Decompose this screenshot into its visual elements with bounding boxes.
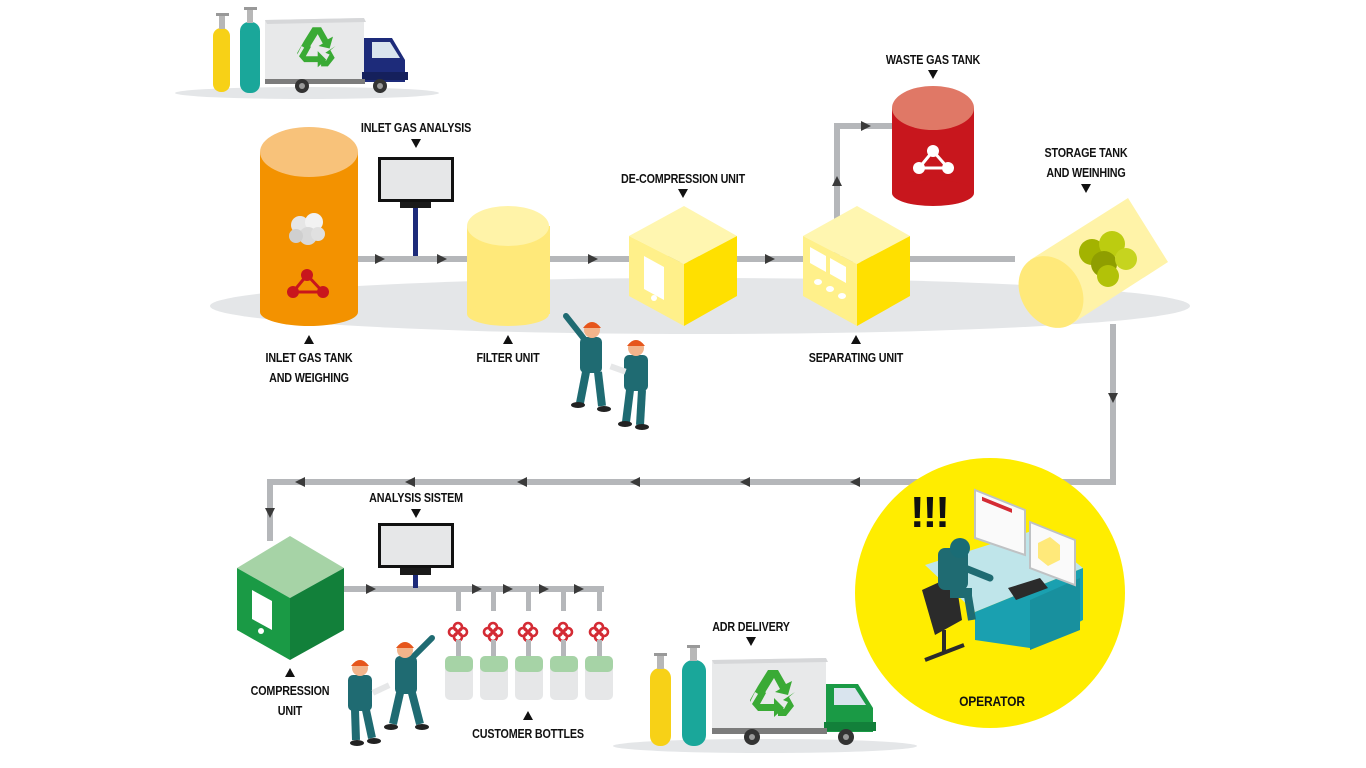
compression-unit-arrow: [285, 668, 295, 677]
waste-gas-tank-arrow: [928, 70, 938, 79]
gas-cloud-icon: [289, 213, 325, 245]
analysis-sistem-label: ANALYSIS SISTEM: [369, 491, 463, 505]
customer-bottles: [445, 589, 613, 700]
customer-bottles-arrow: [523, 711, 533, 720]
de-compression-unit-arrow: [678, 189, 688, 198]
de-compression-unit: [629, 206, 737, 326]
waste-gas-tank: [892, 86, 974, 206]
customer-bottles-label: CUSTOMER BOTTLES: [472, 727, 584, 741]
separating-unit: [803, 206, 910, 326]
bottle-1: [445, 589, 473, 700]
compression-unit-label-line2: UNIT: [277, 704, 303, 718]
molecule-cluster-icon: [1079, 231, 1137, 287]
inlet-gas-tank-arrow: [304, 335, 314, 344]
inlet-gas-tank: [260, 127, 358, 326]
valve-icon: [517, 621, 539, 643]
inlet-gas-analysis-arrow: [411, 139, 421, 148]
filter-unit-arrow: [503, 335, 513, 344]
worker-pointing-bottom: [384, 635, 435, 730]
inlet-gas-analysis-monitor: [378, 157, 454, 256]
valve-icon: [588, 621, 610, 643]
bottle-4: [550, 589, 578, 700]
inlet-gas-tank-label-line2: AND WEIGHING: [269, 371, 349, 385]
alert-marks: !!!: [910, 488, 950, 537]
cylinder-teal: [240, 22, 260, 93]
filter-unit-label: FILTER UNIT: [476, 351, 540, 365]
molecule-icon: [287, 269, 329, 298]
adr-delivery-truck: [650, 645, 876, 746]
operator-label: OPERATOR: [959, 693, 1025, 709]
cylinder-teal: [682, 660, 706, 746]
storage-tank-label-line1: STORAGE TANK: [1044, 146, 1128, 160]
inlet-gas-analysis-label: INLET GAS ANALYSIS: [360, 121, 472, 135]
valve-icon: [552, 621, 574, 643]
valve-icon: [482, 621, 504, 643]
worker-clipboard-bottom: [348, 660, 391, 746]
compression-unit: [237, 536, 344, 660]
adr-delivery-arrow: [746, 637, 756, 646]
operator-station: [855, 458, 1125, 728]
top-delivery-truck: [213, 7, 408, 93]
bottle-3: [515, 589, 543, 700]
filter-unit: [467, 206, 550, 326]
compression-unit-label-line1: COMPRESSION: [250, 684, 330, 698]
separating-unit-arrow: [851, 335, 861, 344]
storage-tank-arrow: [1081, 184, 1091, 193]
storage-tank: [1018, 198, 1168, 328]
monitor-icon: [974, 488, 1026, 557]
separating-unit-label: SEPARATING UNIT: [808, 351, 904, 365]
analysis-sistem-arrow: [411, 509, 421, 518]
cylinder-yellow: [650, 668, 671, 746]
analysis-sistem-monitor: [378, 523, 454, 588]
molecule-icon: [913, 145, 954, 174]
storage-tank-label-line2: AND WEINHING: [1046, 166, 1126, 180]
worker-pointing-top: [563, 313, 611, 412]
bottle-5: [585, 589, 613, 700]
valve-icon: [447, 621, 469, 643]
inlet-gas-tank-label-line1: INLET GAS TANK: [265, 351, 353, 365]
cylinder-yellow: [213, 28, 230, 92]
bottle-2: [480, 589, 508, 700]
adr-delivery-label: ADR DELIVERY: [712, 620, 790, 634]
waste-gas-tank-label: WASTE GAS TANK: [885, 53, 981, 67]
worker-clipboard-top: [609, 340, 649, 430]
de-compression-unit-label: DE-COMPRESSION UNIT: [621, 172, 745, 186]
top-truck-shadow: [175, 87, 439, 99]
